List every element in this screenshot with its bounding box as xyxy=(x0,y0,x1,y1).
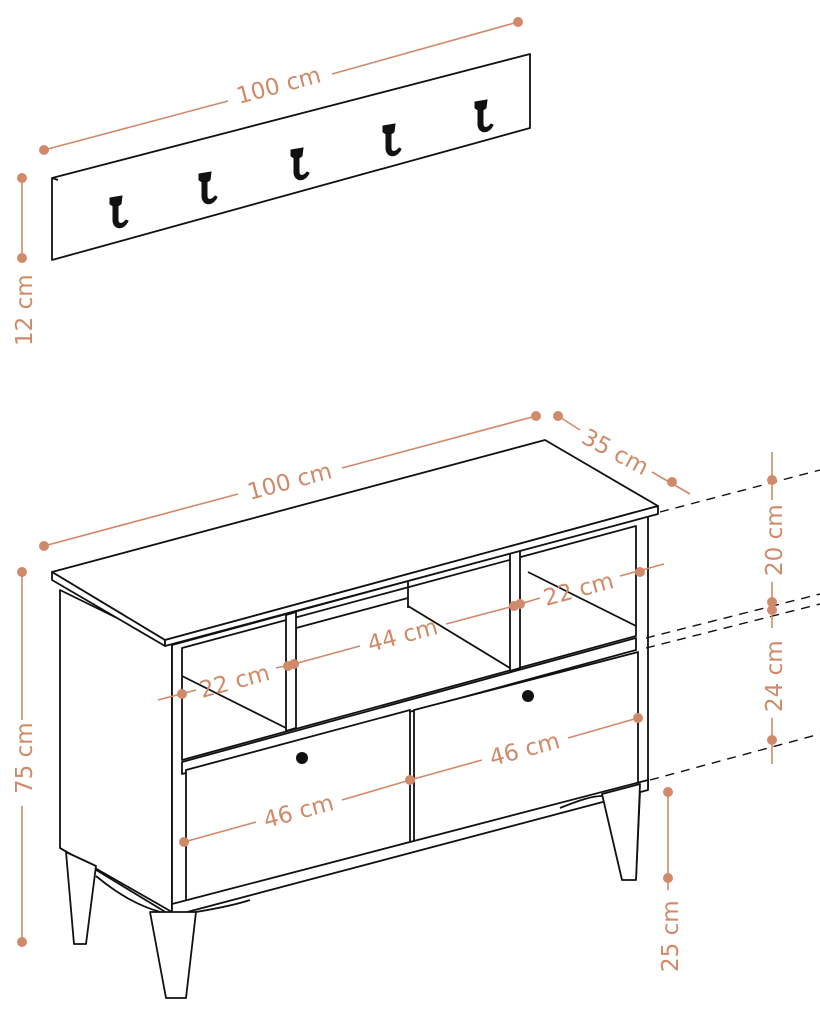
coat-hook-icon xyxy=(109,195,129,229)
leg-height-dimension: 25 cm xyxy=(658,787,684,972)
coat-hook-icon xyxy=(290,147,310,181)
front-right-leg xyxy=(149,911,197,999)
coat-hook-icon xyxy=(198,171,218,205)
cabinet-height-dimension: 75 cm xyxy=(12,567,38,947)
drawer-height-label: 24 cm xyxy=(762,640,788,712)
coat-hook-icon xyxy=(382,123,402,157)
cabinet-width-label: 100 cm xyxy=(245,458,335,505)
leg-height-label: 25 cm xyxy=(658,900,684,972)
rack-height-dimension: 12 cm xyxy=(12,173,38,346)
right-drawer-knob xyxy=(522,690,534,702)
shelf-height-label: 20 cm xyxy=(762,504,788,576)
rack-width-label: 100 cm xyxy=(234,62,324,109)
back-right-leg-front xyxy=(601,783,641,881)
cabinet-height-label: 75 cm xyxy=(12,722,38,794)
left-drawer-knob xyxy=(296,752,308,764)
shelf-height-dimension: 20 cm xyxy=(762,452,788,610)
coat-hooks xyxy=(109,99,494,229)
left-divider xyxy=(285,611,297,732)
coat-rack xyxy=(51,53,531,261)
front-left-leg xyxy=(65,851,97,945)
rack-height-label: 12 cm xyxy=(12,274,38,346)
drawer-height-dimension: 24 cm xyxy=(762,605,788,764)
coat-hook-icon xyxy=(474,99,494,133)
cabinet xyxy=(51,439,659,999)
extension-lines xyxy=(645,469,820,781)
